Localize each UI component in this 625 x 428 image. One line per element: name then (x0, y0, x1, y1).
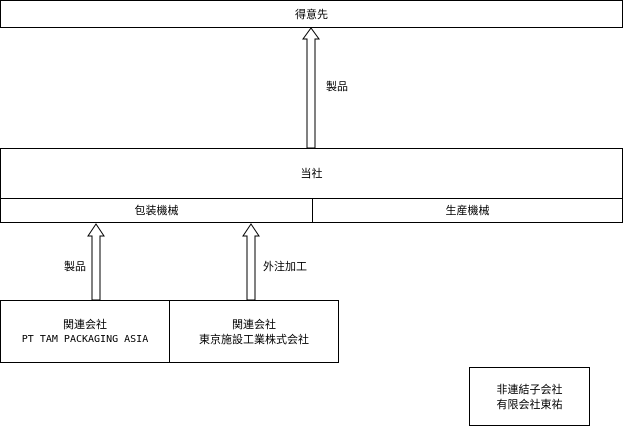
segment-production-label: 生産機械 (445, 204, 490, 217)
arrow-from-pt-tam (87, 223, 105, 301)
non-consolidated-type: 非連結子会社 (496, 382, 563, 396)
related-pt-tam-name: PT TAM PACKAGING ASIA (21, 333, 149, 345)
segment-packaging-box: 包装機械 (0, 198, 313, 223)
flow-label-from-pt-tam: 製品 (64, 260, 86, 273)
related-pt-tam-box: 関連会社 PT TAM PACKAGING ASIA (0, 300, 170, 363)
company-label: 当社 (300, 167, 323, 180)
flow-label-to-customer: 製品 (326, 80, 348, 93)
related-pt-tam-type: 関連会社 (63, 317, 107, 331)
flow-label-from-tokyo-shisetsu: 外注加工 (263, 260, 307, 273)
related-tokyo-shisetsu-box: 関連会社 東京施設工業株式会社 (169, 300, 339, 363)
related-tokyo-shisetsu-type: 関連会社 (232, 317, 276, 331)
segment-production-box: 生産機械 (312, 198, 623, 223)
related-tokyo-shisetsu-name: 東京施設工業株式会社 (199, 332, 309, 346)
customer-box: 得意先 (0, 0, 623, 28)
company-box: 当社 (0, 148, 623, 199)
arrow-from-tokyo-shisetsu (242, 223, 260, 301)
non-consolidated-name: 有限会社東祐 (496, 397, 563, 411)
non-consolidated-box: 非連結子会社 有限会社東祐 (469, 367, 590, 426)
customer-label: 得意先 (295, 7, 328, 21)
arrow-to-customer (302, 27, 320, 149)
segment-packaging-label: 包装機械 (134, 204, 179, 217)
